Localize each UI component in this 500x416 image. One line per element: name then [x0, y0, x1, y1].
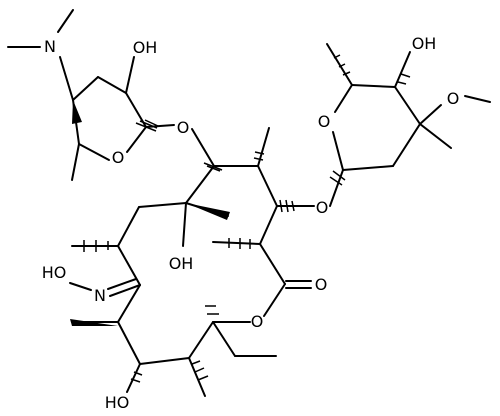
atom-label-oh: OH	[133, 38, 158, 57]
stereo-hash	[191, 360, 209, 381]
c12-methyl	[188, 357, 206, 397]
oxime-double-b	[107, 278, 137, 290]
stereo-wedge	[186, 203, 230, 220]
glycosidic-bond-2	[329, 169, 344, 207]
methoxy-methyl	[464, 95, 491, 103]
c6-oh-bond	[182, 202, 187, 247]
stereo-hash	[83, 240, 109, 252]
desosamine-ring	[72, 76, 147, 161]
oxime-n-o-bond	[69, 282, 92, 291]
stereo-hash	[130, 371, 143, 383]
stereo-hash	[329, 170, 346, 186]
atom-label-n-dimethylamino: N	[44, 37, 56, 56]
c4-methyl	[257, 127, 270, 167]
glycosidic-bond-1b	[191, 128, 215, 167]
stereo-hash	[253, 151, 265, 161]
cladinose-c3-methyl	[419, 123, 452, 149]
stereo-hash	[228, 238, 251, 249]
atom-label-o-ring: O	[112, 148, 125, 167]
atom-label-o-lactone: O	[251, 312, 264, 331]
dimethylamino-group	[7, 9, 74, 101]
atom-label-ho: HO	[42, 263, 67, 282]
oxime-double-a	[109, 284, 141, 297]
cladinose-ring	[332, 84, 421, 171]
atom-label-n-oxime: N	[94, 286, 106, 305]
atom-label-o: O	[316, 198, 329, 217]
atom-label-oh: OH	[169, 254, 194, 273]
glycosidic-bond-1	[145, 124, 175, 128]
stereo-hash	[279, 199, 295, 213]
atom-label-ho: HO	[105, 393, 130, 412]
methoxy-bond	[419, 104, 442, 125]
stereo-wedge	[72, 100, 82, 124]
atom-label-oh: OH	[412, 34, 437, 53]
stereo-hash	[397, 73, 411, 85]
stereo-hash	[205, 305, 219, 315]
desosamine-oh-bond	[125, 56, 135, 94]
macrolactone-ring	[117, 165, 286, 365]
stereo-hash	[203, 162, 223, 172]
cladinose-oh-bond	[394, 51, 411, 88]
c11-oh-bond	[126, 363, 141, 393]
cladinose-methyl	[326, 43, 353, 86]
atom-label-o-ring: O	[318, 112, 331, 131]
stereo-hash	[333, 54, 351, 76]
ethyl-bond-1	[212, 321, 236, 357]
atom-label-o: O	[177, 118, 190, 137]
c2-methyl	[212, 241, 261, 245]
stereo-hash	[135, 119, 159, 132]
atom-label-o-carbonyl: O	[315, 275, 328, 294]
atom-label-o-methoxy: O	[447, 89, 460, 108]
stereo-wedge	[70, 319, 118, 326]
desosamine-methyl	[71, 143, 80, 181]
